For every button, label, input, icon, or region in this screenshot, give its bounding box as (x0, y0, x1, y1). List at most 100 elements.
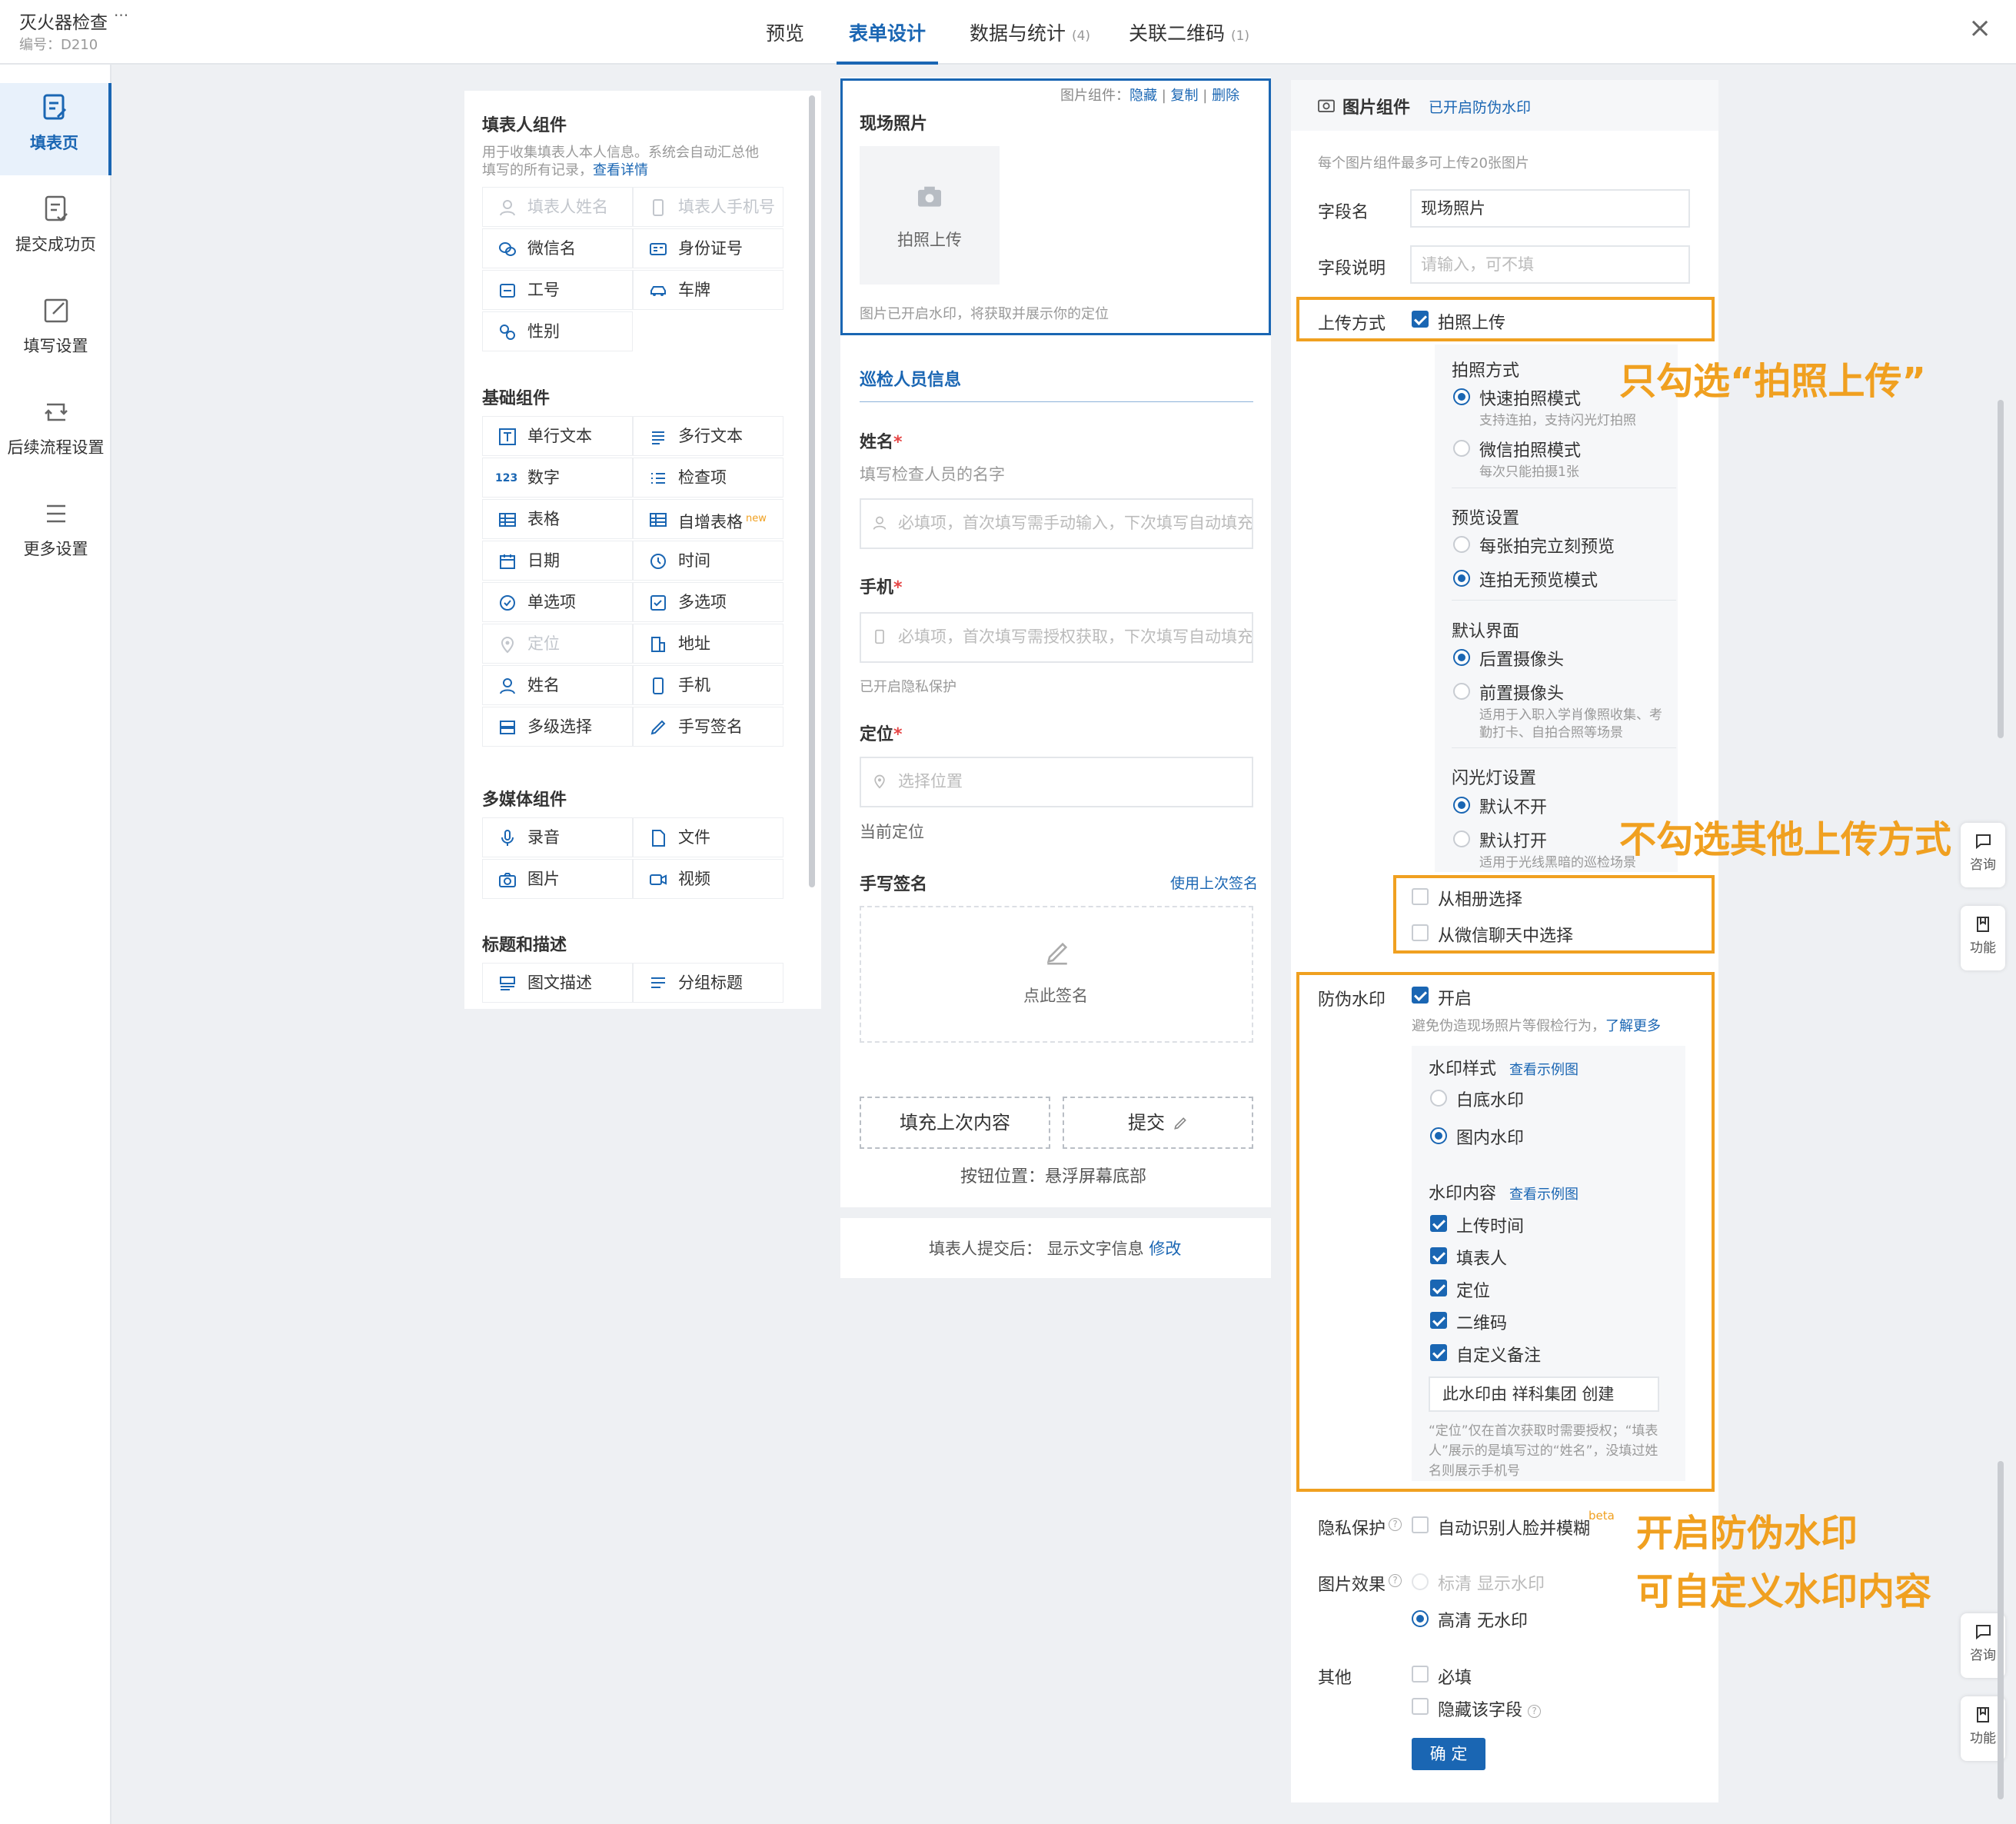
watermark-open-checkbox[interactable] (1412, 987, 1429, 1004)
name-input[interactable]: 必填项，首次填写需手动输入，下次填写自动填充 (860, 498, 1253, 549)
comp-multi-text[interactable]: 多行文本 (633, 416, 783, 456)
comp-checklist[interactable]: 检查项 (633, 458, 783, 498)
close-icon[interactable]: × (1968, 12, 1992, 44)
page-scrollbar[interactable] (1998, 400, 2004, 738)
consult-button[interactable]: 咨询 (1961, 823, 2005, 887)
preview-each-radio[interactable] (1453, 536, 1470, 553)
wm-location-checkbox[interactable] (1430, 1280, 1447, 1296)
comp-employee-id[interactable]: 工号 (482, 270, 633, 310)
nav-flow-settings[interactable]: 后续流程设置 (0, 388, 111, 480)
mode-wechat-radio[interactable] (1453, 440, 1470, 457)
view-example-link[interactable]: 查看示例图 (1509, 1062, 1579, 1078)
nav-more-settings[interactable]: 更多设置 (0, 489, 111, 581)
comp-file[interactable]: 文件 (633, 817, 783, 857)
comp-group-title[interactable]: 分组标题 (633, 963, 783, 1003)
nav-fill-settings[interactable]: 填写设置 (0, 286, 111, 378)
wm-white-radio[interactable] (1430, 1090, 1447, 1107)
photo-upload-box[interactable] (860, 146, 1000, 285)
copy-link[interactable]: 复制 (1170, 88, 1199, 104)
wm-custom-input[interactable]: 此水印由 祥科集团 创建 (1429, 1376, 1659, 1412)
more-icon[interactable]: ··· (114, 6, 129, 25)
comp-name[interactable]: 姓名 (482, 665, 633, 705)
palette-scrollbar[interactable] (809, 95, 815, 887)
function-button[interactable]: 功能 (1961, 906, 2005, 970)
field-name-input[interactable]: 现场照片 (1410, 189, 1690, 228)
comp-address[interactable]: 地址 (633, 624, 783, 664)
mode-fast-radio[interactable] (1453, 388, 1470, 405)
help-icon[interactable]: ? (1528, 1704, 1542, 1718)
tab-preview[interactable]: 预览 (766, 22, 805, 45)
required-checkbox[interactable] (1412, 1666, 1429, 1683)
comp-filler-phone[interactable]: 填表人手机号 (633, 187, 783, 227)
comp-date[interactable]: 日期 (482, 541, 633, 581)
effect-hd-radio[interactable] (1412, 1610, 1429, 1627)
comp-phone[interactable]: 手机 (633, 665, 783, 705)
flash-off-radio[interactable] (1453, 797, 1470, 814)
phone-privacy-note: 已开启隐私保护 (860, 679, 956, 695)
comp-audio[interactable]: 录音 (482, 817, 633, 857)
phone-input[interactable]: 必填项，首次填写需授权获取，下次填写自动填充 (860, 612, 1253, 663)
view-detail-link[interactable]: 查看详情 (593, 162, 648, 178)
comp-signature[interactable]: 手写签名 (633, 707, 783, 747)
comp-multi-choice[interactable]: 多选项 (633, 582, 783, 622)
comp-location[interactable]: 定位 (482, 624, 633, 664)
view-example-link-2[interactable]: 查看示例图 (1509, 1187, 1579, 1203)
rear-camera-radio[interactable] (1453, 649, 1470, 666)
wm-upload-time-checkbox[interactable] (1430, 1215, 1447, 1232)
comp-id-card[interactable]: 身份证号 (633, 228, 783, 268)
front-camera-radio[interactable] (1453, 683, 1470, 700)
wm-inner-radio[interactable] (1430, 1127, 1447, 1144)
wm-note: “定位”仅在首次获取时需要授权；“填表 (1429, 1423, 1658, 1439)
upload-camera-checkbox[interactable] (1412, 311, 1429, 328)
wm-custom-checkbox[interactable] (1430, 1344, 1447, 1361)
comp-video[interactable]: 视频 (633, 859, 783, 899)
comp-filler-name[interactable]: 填表人姓名 (482, 187, 633, 227)
wm-qrcode-checkbox[interactable] (1430, 1312, 1447, 1329)
upload-album-checkbox[interactable] (1412, 888, 1429, 905)
help-icon[interactable]: ? (1389, 1518, 1402, 1531)
comp-single-text[interactable]: 单行文本 (482, 416, 633, 456)
comp-image[interactable]: 图片 (482, 859, 633, 899)
modify-link[interactable]: 修改 (1149, 1240, 1182, 1258)
comp-time[interactable]: 时间 (633, 541, 783, 581)
wm-filler-checkbox[interactable] (1430, 1247, 1447, 1264)
help-icon[interactable]: ? (1389, 1574, 1402, 1587)
watermark-status-link[interactable]: 已开启防伪水印 (1429, 99, 1532, 116)
submit-button[interactable]: 提交 (1063, 1097, 1253, 1149)
edit-icon[interactable] (1173, 1116, 1188, 1131)
comp-single-choice[interactable]: 单选项 (482, 582, 633, 622)
confirm-button[interactable]: 确 定 (1412, 1738, 1485, 1770)
comp-rich-desc[interactable]: 图文描述 (482, 963, 633, 1003)
hide-link[interactable]: 隐藏 (1129, 88, 1157, 104)
hide-field-checkbox[interactable] (1412, 1698, 1429, 1715)
flash-on-radio[interactable] (1453, 830, 1470, 847)
comp-table[interactable]: 表格 (482, 499, 633, 539)
upload-wechat-checkbox[interactable] (1412, 924, 1429, 941)
tab-form-design[interactable]: 表单设计 (837, 0, 939, 65)
field-desc-input[interactable]: 请输入，可不填 (1410, 245, 1690, 284)
comp-gender[interactable]: 性别 (482, 311, 633, 351)
privacy-face-label: 自动识别人脸并模糊 (1438, 1519, 1591, 1539)
tab-qrcode[interactable]: 关联二维码 (1) (1129, 22, 1250, 45)
nav-success-page[interactable]: 提交成功页 (0, 185, 111, 277)
tab-data-stats[interactable]: 数据与统计 (4) (970, 22, 1091, 45)
wm-qrcode-label: 二维码 (1456, 1314, 1508, 1333)
use-last-signature-link[interactable]: 使用上次签名 (1170, 875, 1259, 892)
learn-more-link[interactable]: 了解更多 (1605, 1018, 1661, 1034)
privacy-face-checkbox[interactable] (1412, 1516, 1429, 1533)
comp-wechat-name[interactable]: 微信名 (482, 228, 633, 268)
nav-form-page[interactable]: 填表页 (0, 83, 111, 175)
location-input[interactable]: 选择位置 (860, 757, 1253, 807)
signature-pad[interactable] (860, 906, 1253, 1043)
signature-label: 手写签名 (860, 875, 928, 894)
page-scrollbar-2[interactable] (1998, 1461, 2004, 1799)
comp-cascade[interactable]: 多级选择 (482, 707, 633, 747)
nav-label: 提交成功页 (15, 235, 96, 254)
preview-continuous-radio[interactable] (1453, 570, 1470, 587)
delete-link[interactable]: 删除 (1212, 88, 1240, 104)
comp-license-plate[interactable]: 车牌 (633, 270, 783, 310)
fill-last-button[interactable]: 填充上次内容 (860, 1097, 1050, 1149)
other-label: 其他 (1318, 1669, 1352, 1688)
